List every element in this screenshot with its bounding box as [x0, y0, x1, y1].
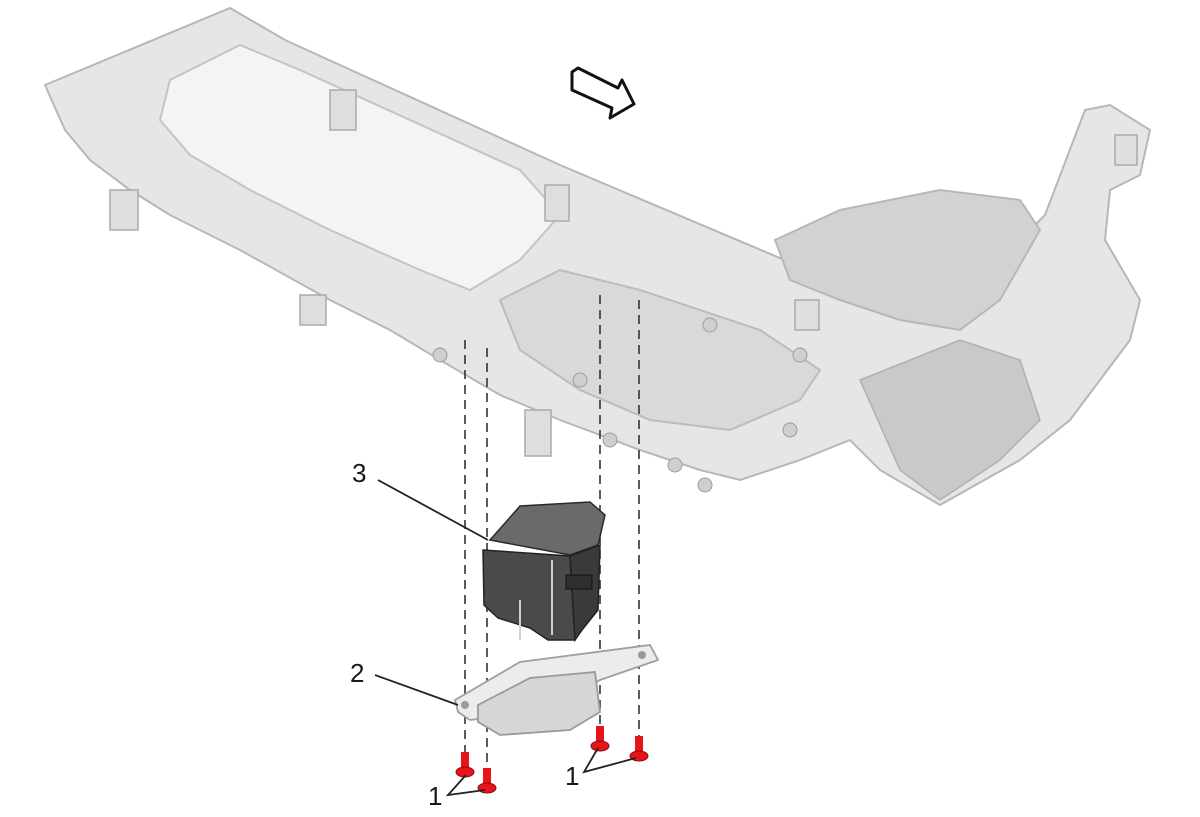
console-boss [782, 422, 798, 438]
leader-line-1-left [445, 774, 486, 797]
screws [455, 726, 649, 794]
leader-lines [374, 479, 637, 797]
module-connector [565, 574, 593, 590]
console-boss [697, 477, 713, 493]
console-opening-left [158, 43, 562, 292]
console-tab [544, 184, 570, 222]
module-top [488, 501, 606, 556]
console-boss [572, 372, 588, 388]
front-direction-arrow-icon [570, 66, 636, 120]
console-opening-center [498, 268, 822, 432]
leader-line-1-right [582, 747, 637, 774]
console-tub-floor [858, 339, 1041, 501]
bracket-cup [477, 671, 601, 736]
console-boss [702, 317, 718, 333]
console-tub-right [773, 188, 1042, 332]
console-tab [794, 299, 820, 331]
screw [477, 768, 497, 794]
callout-label-module: 3 [352, 458, 366, 488]
console-tab [329, 89, 357, 131]
console-tab [299, 294, 327, 326]
module-front [482, 549, 576, 641]
bracket-hole [461, 701, 469, 709]
screw [629, 736, 649, 762]
console-boss [602, 432, 618, 448]
console-boss [792, 347, 808, 363]
screw [455, 752, 475, 778]
leader-line-3 [377, 479, 489, 541]
module-part [482, 501, 606, 643]
console-tab [1114, 134, 1138, 166]
bracket-part [453, 644, 660, 736]
module-side [569, 543, 601, 643]
screw [590, 726, 610, 752]
callout-label-screw-left: 1 [428, 781, 442, 811]
center-console-trim [43, 6, 1152, 507]
console-boss [667, 457, 683, 473]
console-boss [432, 347, 448, 363]
leader-line-2 [374, 674, 459, 706]
callout-label-screw-right: 1 [565, 761, 579, 791]
callout-label-bracket: 2 [350, 658, 364, 688]
console-tab [524, 409, 552, 457]
bracket-hole [638, 651, 646, 659]
console-tab [109, 189, 139, 231]
